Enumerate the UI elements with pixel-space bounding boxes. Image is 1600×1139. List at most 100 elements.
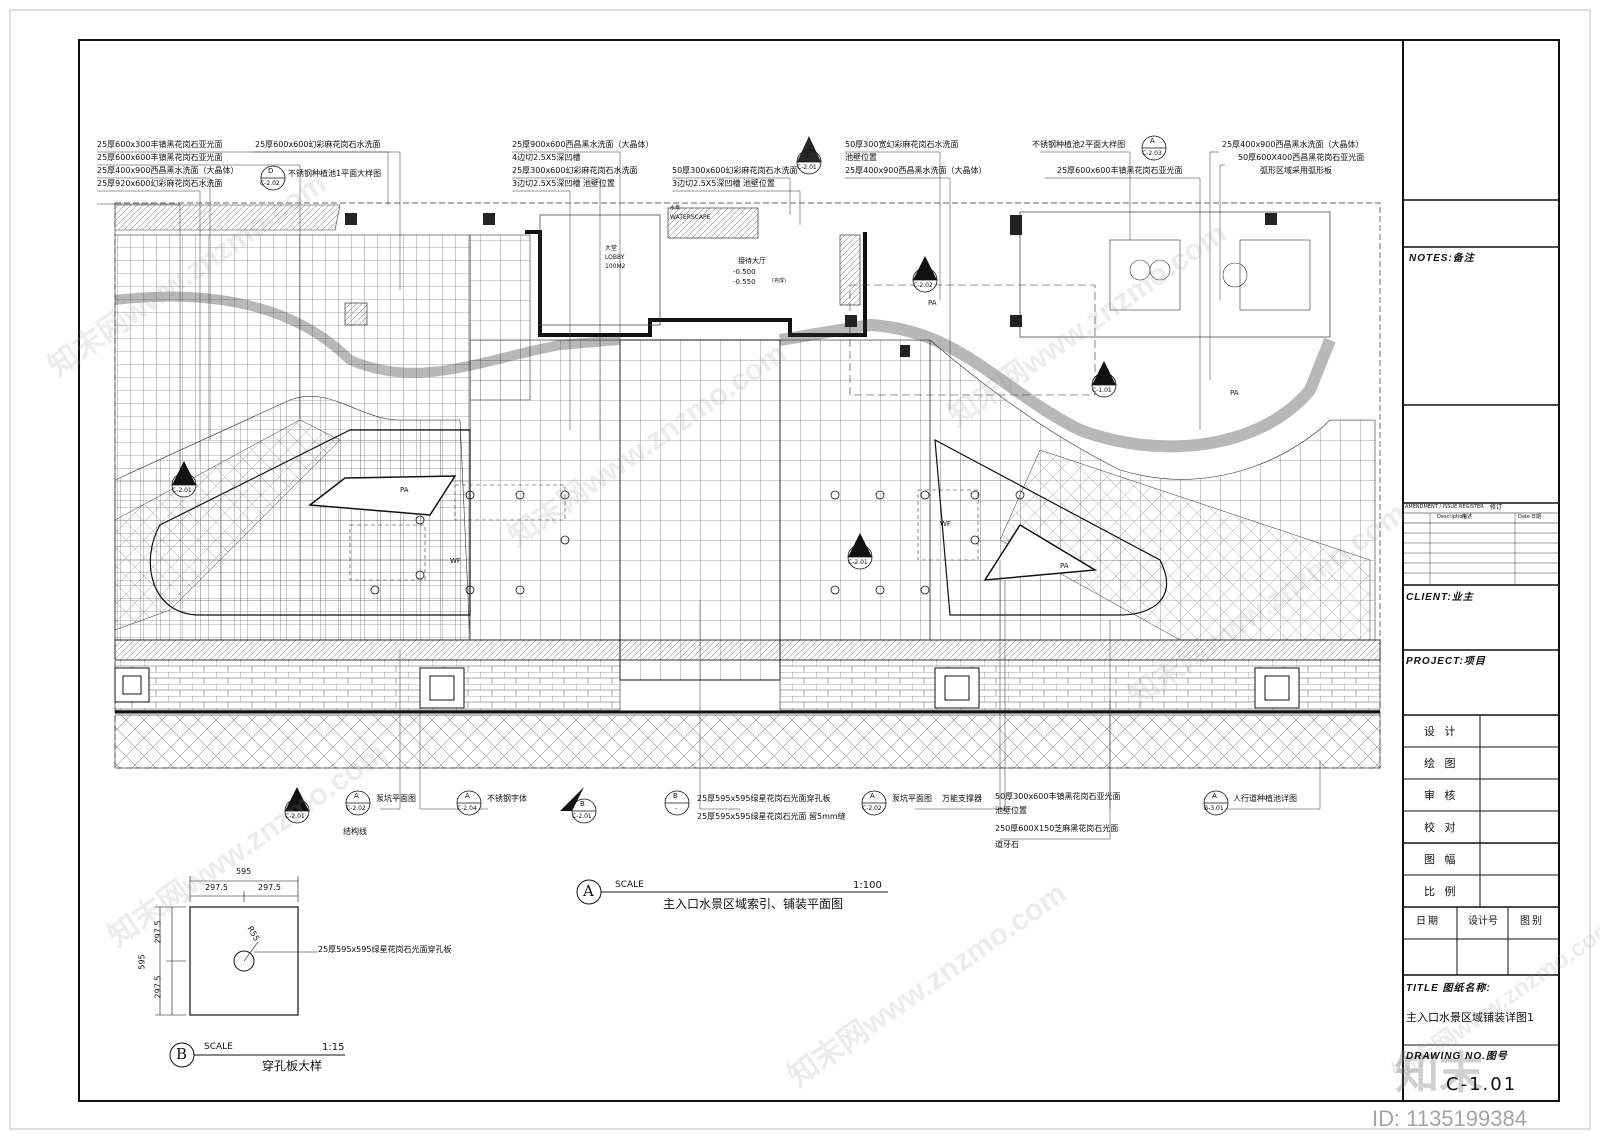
level-mark: -0.500 [733, 268, 756, 276]
date-header: Date [1518, 514, 1530, 520]
callout-letter: B [673, 792, 678, 800]
tb-row-review: 审 核 [1424, 789, 1459, 802]
callout-letter: C [921, 269, 926, 277]
plan-note: 泵坑平面图 [376, 794, 416, 803]
plan-note: 不锈钢字体 [487, 794, 527, 803]
planter-pa-left [308, 475, 457, 516]
callout-letter: A [870, 792, 875, 800]
title-label: TITLE 图纸名称: [1406, 983, 1491, 994]
plan-note: 25厚300x600幻彩麻花岗石水洗面 [512, 166, 638, 175]
leader-lines [97, 151, 1321, 840]
right-building [1019, 211, 1331, 338]
plan-note: 万能支撑器 [942, 794, 982, 803]
callout-ref: C-2.02 [346, 805, 366, 812]
callout-ref: C-2.03 [1142, 150, 1162, 157]
callout-ref: C-2.04 [457, 805, 477, 812]
amendment-label-cn: 修订 [1490, 504, 1503, 511]
zone-label-wf: WF [450, 557, 461, 565]
callout-ref: C-2.01 [285, 813, 305, 820]
callout-ref: C-2.02 [862, 805, 882, 812]
plan-note: 3边切2.5X5深凹槽 池壁位置 [672, 179, 775, 188]
callout-letter: B [580, 800, 585, 808]
sheet-border [78, 39, 1560, 1102]
drawing-no: C-1.01 [1446, 1074, 1518, 1095]
plan-note: 结构线 [343, 827, 367, 836]
title-a-letter: A [583, 882, 594, 900]
callout-letter: C [805, 151, 810, 159]
room-label-lobby: 大堂 [605, 245, 618, 252]
paving-strip [114, 639, 1381, 661]
description-header-cn: 描述 [1462, 514, 1473, 520]
outer-trim-line [9, 9, 1591, 1130]
level-mark: -0.550 [733, 278, 756, 286]
drawing-no-label: DRAWING NO.图号 [1406, 1051, 1508, 1062]
waterscape-feature [667, 207, 759, 239]
callout-letter: A [1150, 137, 1155, 145]
plan-note: 泵坑平面图 [892, 794, 932, 803]
plan-note: 250厚600X150芝麻黑花岗石光面 [995, 824, 1119, 833]
tb-row-draw: 绘 图 [1424, 757, 1459, 770]
waterscape-label-en: WATERSCAPE [670, 214, 711, 221]
title-a-name: 主入口水景区域索引、铺装平面图 [663, 897, 844, 911]
tree-pits [114, 667, 1300, 709]
date-header-cn: 日期 [1531, 514, 1542, 520]
callout-letter: B [1100, 374, 1105, 382]
zone-label-pa: PA [1230, 389, 1239, 397]
plan-note: 50厚300宽幻彩麻花岗石水洗面 [845, 140, 959, 149]
level-note: (完成) [772, 278, 786, 284]
title-b-name: 穿孔板大样 [262, 1059, 323, 1073]
waterscape-label: 水景 [670, 205, 681, 211]
plan-note: 25厚600x600丰镇黑花岗石亚光面 [97, 153, 223, 162]
watermark-id: ID: 1135199384 [1372, 1106, 1527, 1131]
dim-vhalf: 297.5 [153, 920, 163, 944]
plan-note: 50厚300x600幻彩麻花岗石水洗面 [672, 166, 798, 175]
zone-label-wf: WF [940, 520, 951, 528]
dim-vhalf: 297.5 [153, 975, 163, 999]
tb-date: 日期 [1416, 916, 1440, 927]
room-label-lobby-area: 100M2 [605, 263, 626, 270]
tb-row-size: 图 幅 [1424, 853, 1459, 866]
building-wall [525, 230, 867, 337]
plan-note: 人行道种植池详图 [1233, 794, 1297, 803]
callout-letter: A [1212, 792, 1217, 800]
section-arrow-heads [172, 136, 1116, 811]
amendment-label: AMENDMENT / ISSUE REGISTER [1405, 504, 1484, 510]
plan-note: 25厚600x600幻彩麻花岗石水洗面 [255, 140, 381, 149]
title-block-grid [1403, 199, 1559, 1046]
tb-category: 图别 [1520, 916, 1544, 927]
planting-bed [114, 204, 341, 231]
tb-design-no: 设计号 [1468, 916, 1498, 927]
plan-note: 不锈钢种植池2平面大样图 [1032, 140, 1126, 149]
watermark-logo: 知末 [1395, 1049, 1483, 1098]
plan-note: 池壁位置 [845, 153, 877, 162]
detail-b-drawing [155, 876, 318, 1016]
callout-ref: - [675, 805, 678, 812]
zone-label-pa: PA [400, 486, 409, 494]
plan-note: 池壁位置 [995, 806, 1027, 815]
plan-note: 4边切2.5X5深凹槽 [512, 153, 581, 162]
callout-ref: C-2.01 [572, 813, 592, 820]
description-header: Description [1437, 514, 1466, 520]
plan-note: 25厚595x595绿星花岗石光面 留5mm缝 [697, 812, 846, 821]
plan-note: 50厚600X400西昌黑花岗石亚光面 [1238, 153, 1365, 162]
plan-note: 弧形区域采用弧形板 [1260, 166, 1332, 175]
drawing-title: 主入口水景区域铺装详图1 [1406, 1011, 1534, 1024]
title-b-letter: B [176, 1045, 188, 1063]
callout-ref: C-2.02 [260, 180, 280, 187]
sidewalk [114, 714, 1381, 769]
plan-note: 25厚900x600西昌黑水洗面（大晶体） [512, 140, 654, 149]
title-a-scale: 1:100 [853, 880, 882, 891]
title-b-scale-label: SCALE [204, 1042, 233, 1052]
plan-note: 25厚400x900西昌黑水洗面（大晶体） [845, 166, 987, 175]
callout-ref: C-2.02 [913, 282, 933, 289]
plan-note: 50厚300x600丰镇黑花岗石亚光面 [995, 792, 1121, 801]
plan-note: 道牙石 [995, 840, 1019, 849]
plan-note: 25厚600x600丰镇黑花岗石亚光面 [1057, 166, 1183, 175]
plan-note: 3边切2.5X5深凹槽 池壁位置 [512, 179, 615, 188]
callout-ref: C-2.01 [172, 487, 192, 494]
room-label-hall: 接待大厅 [738, 257, 766, 265]
water-pool-left [149, 429, 471, 616]
brick-paving-left [114, 659, 621, 711]
notes-label: NOTES:备注 [1409, 253, 1475, 264]
